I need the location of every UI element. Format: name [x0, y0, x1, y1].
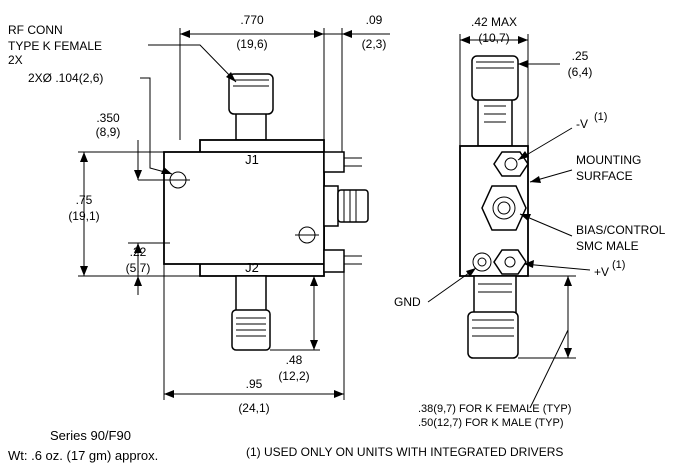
side-view — [459, 55, 529, 359]
dim-770-mm-label: (19,6) — [236, 37, 267, 51]
series-label: Series 90/F90 — [50, 428, 131, 443]
dim-42-mm-label: (10,7) — [478, 31, 509, 45]
side-pin-upper — [323, 151, 345, 173]
dim-22-mm-label: (5,7) — [126, 261, 151, 275]
side-top-connector-neck — [477, 95, 513, 147]
dim-95-label: .95 — [246, 377, 263, 391]
dim-42-label: .42 MAX — [471, 15, 517, 29]
note-leader — [529, 329, 569, 409]
dim-25-label: .25 — [572, 49, 589, 63]
bias-smc-ring — [492, 196, 516, 220]
arrowhead — [161, 167, 172, 174]
bottom-connector-neck — [235, 275, 267, 315]
dim-350-mm-label: (8,9) — [96, 125, 121, 139]
arrowhead — [342, 30, 352, 38]
front-dimensions: .770 (19,6) .09 (2,3) RF CONN TYPE K FEM… — [8, 13, 390, 415]
pos-v-label: +V — [594, 265, 609, 279]
rf-conn-label-2: TYPE K FEMALE — [8, 39, 102, 53]
pos-v-nut — [493, 249, 527, 275]
hole-dia-leader — [140, 77, 173, 175]
front-flange — [163, 151, 325, 265]
hole-dia-label: 2XØ .104(2,6) — [28, 71, 103, 85]
mounting-label-1: MOUNTING — [576, 153, 641, 167]
side-smc-cap — [337, 189, 369, 223]
note-male: .50(12,7) FOR K MALE (TYP) — [418, 417, 563, 429]
front-view: J1 J2 — [163, 73, 369, 351]
port-j2-label: J2 — [245, 260, 259, 275]
dim-770-label: .770 — [240, 13, 264, 27]
arrowhead — [310, 340, 318, 350]
gnd-pin-inner — [477, 257, 487, 267]
arrowhead — [226, 72, 236, 82]
dim-350-label: .350 — [96, 111, 120, 125]
footnote-label: (1) USED ONLY ON UNITS WITH INTEGRATED D… — [246, 445, 563, 459]
bias-label-1: BIAS/CONTROL — [576, 223, 666, 237]
note-female: .38(9,7) FOR K FEMALE (TYP) — [418, 403, 571, 415]
dim-48-mm-label: (12,2) — [278, 369, 309, 383]
bias-label-2: SMC MALE — [576, 239, 639, 253]
dim-75-mm-label: (19,1) — [68, 209, 99, 223]
arrowhead — [180, 30, 190, 38]
arrowhead — [134, 276, 142, 286]
dim-09-label: .09 — [366, 13, 383, 27]
dim-48-label: .48 — [286, 353, 303, 367]
arrowhead — [518, 151, 529, 160]
side-pin-lower — [323, 249, 345, 273]
arrowhead — [466, 268, 476, 277]
pos-v-pin — [504, 256, 516, 268]
gnd-label: GND — [394, 295, 421, 309]
neg-v-sup: (1) — [594, 111, 607, 123]
arrowhead — [460, 36, 470, 44]
arrowhead — [134, 170, 142, 180]
neg-v-nut — [493, 151, 529, 177]
arrowhead — [564, 348, 572, 358]
dim-25-mm-label: (6,4) — [568, 65, 593, 79]
arrowhead — [564, 276, 572, 286]
arrowhead — [334, 390, 344, 398]
side-top-connector-cap — [471, 55, 519, 101]
dim-95-mm-label: (24,1) — [238, 401, 269, 415]
pos-v-leader — [523, 263, 591, 271]
top-connector-cap — [228, 73, 274, 115]
dim-75-label: .75 — [76, 193, 93, 207]
arrowhead — [518, 60, 528, 68]
weight-label: Wt: .6 oz. (17 gm) approx. — [8, 448, 158, 463]
arrowhead — [80, 152, 88, 162]
side-bottom-connector-neck — [473, 275, 517, 317]
side-dimensions: .42 MAX (10,7) .25 (6,4) -V (1) MOUNTING… — [394, 15, 666, 429]
pos-v-sup: (1) — [612, 259, 625, 271]
arrowhead — [314, 30, 324, 38]
arrowhead — [530, 176, 541, 183]
arrowhead — [80, 266, 88, 276]
arrowhead — [524, 260, 534, 268]
arrowhead — [520, 214, 531, 221]
neg-v-pin — [504, 157, 518, 171]
dim-22-label: .22 — [130, 245, 147, 259]
port-j1-label: J1 — [245, 152, 259, 167]
gnd-pin-outer — [472, 252, 492, 272]
bias-smc-nut — [481, 185, 527, 231]
arrowhead — [164, 390, 174, 398]
side-smc-base — [323, 185, 339, 227]
arrowhead — [310, 276, 318, 286]
arrowhead — [134, 243, 142, 253]
bias-smc-pin — [497, 201, 511, 215]
mounting-label-2: SURFACE — [576, 169, 633, 183]
side-bottom-connector-cap — [467, 311, 519, 359]
footer: Series 90/F90 Wt: .6 oz. (17 gm) approx.… — [8, 428, 563, 463]
rf-conn-label-3: 2X — [8, 53, 23, 67]
dim-09-mm-label: (2,3) — [362, 37, 387, 51]
rf-conn-label-1: RF CONN — [8, 23, 63, 37]
arrowhead — [518, 36, 528, 44]
rf-conn-leader — [148, 44, 237, 83]
neg-v-label: -V — [576, 117, 588, 131]
